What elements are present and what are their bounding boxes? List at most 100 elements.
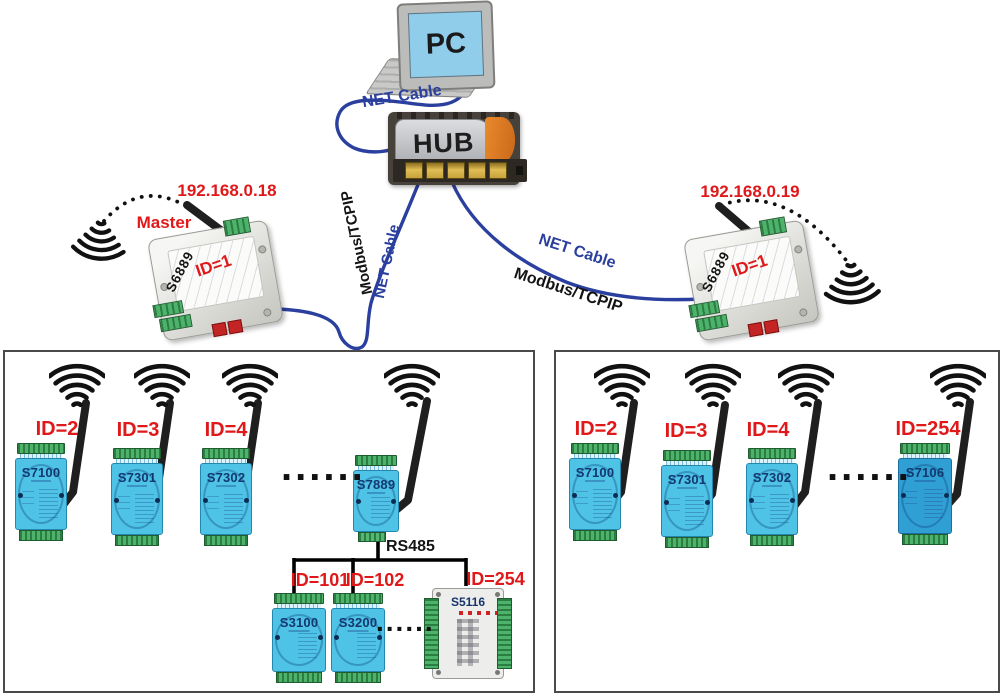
rj45-jack <box>227 319 244 335</box>
module-subtext <box>747 485 797 487</box>
pin-row <box>277 604 321 608</box>
module-subtext <box>201 485 251 487</box>
screw <box>749 498 754 503</box>
terminal-strip <box>355 455 397 466</box>
led-row <box>459 611 499 615</box>
wifi-signal-icon <box>384 356 440 410</box>
module-s7100: S7100 <box>14 443 68 541</box>
module-s7100: S7100 <box>568 443 622 541</box>
module-face: S3200 <box>331 608 385 672</box>
terminal-strip <box>333 593 383 604</box>
module-model-label: S7100 <box>575 465 615 480</box>
screw <box>944 493 949 498</box>
ethernet-port <box>489 162 507 179</box>
spec-text-lines <box>224 494 243 524</box>
spec-text-lines <box>207 496 219 514</box>
module-model-label: S7301 <box>667 472 707 487</box>
terminal-strip <box>902 534 948 545</box>
module-subtext <box>332 630 384 632</box>
module-subtext <box>16 480 66 482</box>
terminal-strip <box>665 537 709 548</box>
master-gateway-ip: 192.168.0.18 <box>177 181 277 200</box>
module-s7301: S7301 <box>660 450 714 548</box>
ethernet-port <box>405 162 423 179</box>
terminal-strip <box>17 443 65 454</box>
module-subtext <box>570 480 620 482</box>
hub-power-button <box>516 166 523 175</box>
terminal-strip <box>750 535 794 546</box>
wireless-links <box>102 194 851 266</box>
module-face: S7302 <box>746 463 798 535</box>
terminal-connector <box>694 313 729 333</box>
io-grid <box>457 619 479 666</box>
screw <box>377 635 382 640</box>
terminal-strip <box>274 593 324 604</box>
terminal-connector <box>158 313 193 333</box>
second-gateway-ip: 192.168.0.19 <box>700 182 800 201</box>
spec-text-lines <box>668 498 680 516</box>
terminal-strip <box>663 450 711 461</box>
wireless-link-left <box>102 194 188 223</box>
ethernet-port <box>426 162 444 179</box>
screw <box>705 500 710 505</box>
screw <box>790 498 795 503</box>
module-face: S7100 <box>569 458 621 530</box>
module-face: S3100 <box>272 608 326 672</box>
module-id-label: ID=3 <box>664 420 708 442</box>
hub-port-row <box>393 159 527 182</box>
module-face: S7302 <box>200 463 252 535</box>
hub-device: HUB <box>388 112 527 185</box>
screw <box>356 499 361 504</box>
wireless-link-right <box>719 198 851 266</box>
screw <box>257 244 267 255</box>
spec-text-lines <box>593 489 612 519</box>
spec-text-lines <box>770 494 789 524</box>
spec-text-lines <box>905 491 917 509</box>
terminal-strip <box>900 443 950 454</box>
wifi-signal-icon <box>778 356 834 410</box>
pin-row <box>20 454 62 458</box>
terminal-connector <box>758 216 788 237</box>
module-s7106: S7106 <box>897 443 953 545</box>
pin-row <box>116 459 158 463</box>
spec-text-lines <box>118 496 130 514</box>
module-id-label: ID=2 <box>574 418 618 440</box>
screw <box>262 307 272 318</box>
wifi-signal-icon <box>685 356 741 410</box>
rj45-jack <box>211 321 228 338</box>
gateway-s6889-second: S6889 ID=1 <box>682 216 821 342</box>
screw <box>244 498 249 503</box>
module-id-label: ID=4 <box>204 419 248 441</box>
module-face: S5116 <box>432 588 504 679</box>
right-device-group-box <box>554 350 1000 693</box>
ellipsis-continuation: ...... <box>827 445 912 489</box>
pin-row <box>751 459 793 463</box>
module-s5116: S5116 <box>422 586 514 681</box>
screw <box>334 635 339 640</box>
terminal-strip <box>573 530 617 541</box>
screw <box>436 592 441 597</box>
gateway-s6889-master: S6889 ID=1 <box>146 216 285 342</box>
spec-text-lines <box>576 491 588 509</box>
module-subtext <box>899 480 951 482</box>
pc-screen: PC <box>396 0 496 92</box>
terminal-strip <box>113 448 161 459</box>
rj45-jack <box>763 319 780 335</box>
module-model-label: S7889 <box>356 477 396 492</box>
screw <box>318 635 323 640</box>
hub-label: HUB <box>412 126 475 159</box>
rs485-bus-label: RS485 <box>386 538 435 555</box>
module-id-label: ID=254 <box>466 569 525 589</box>
screw <box>203 498 208 503</box>
spec-text-lines <box>39 489 58 519</box>
terminal-connector <box>222 216 252 237</box>
terminal-strip <box>204 535 248 546</box>
wifi-signal-icon <box>222 356 278 410</box>
left-device-group-box <box>3 350 535 693</box>
module-face: S7301 <box>661 465 713 537</box>
screw <box>793 244 803 255</box>
module-subtext <box>662 487 712 489</box>
module-id-label: ID=102 <box>345 570 405 590</box>
spec-text-lines <box>298 633 317 659</box>
module-model-label: S3100 <box>279 615 319 630</box>
